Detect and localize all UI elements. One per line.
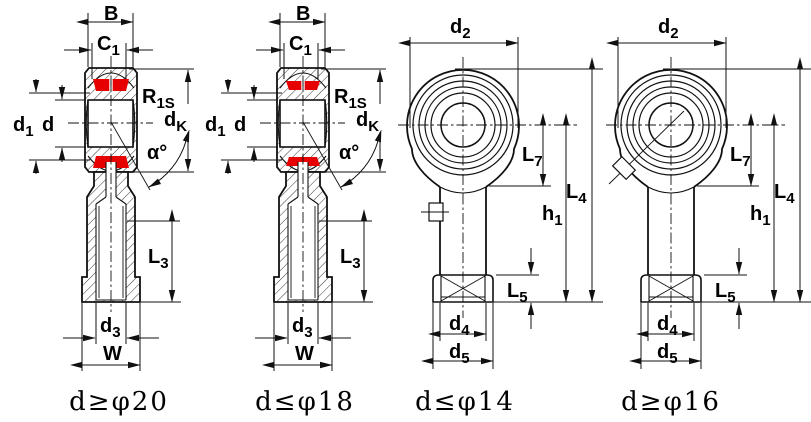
label-d5: d5: [657, 341, 678, 367]
dimension-labels: d2 L7 L4 h1 L5 d4 d5: [449, 16, 587, 367]
label-B: B: [296, 3, 310, 25]
dimension-lines: [29, 13, 194, 371]
panel-front-right: d2 L7 L4 h1 L5 d4 d5 d≥φ16: [606, 16, 811, 417]
dimension-labels: B C1 d1 d R1S dK α° L3 d3 W: [205, 3, 379, 365]
label-d3: d3: [100, 315, 121, 341]
part-geometry: [398, 57, 577, 318]
label-d3: d3: [292, 315, 313, 341]
misalignment-arc: [340, 129, 382, 188]
label-dK: dK: [356, 109, 379, 135]
throat-arc: [647, 186, 695, 194]
label-d4: d4: [449, 313, 470, 339]
label-d5: d5: [449, 341, 470, 367]
label-d: d: [234, 114, 246, 136]
label-L4: L4: [566, 181, 587, 207]
part-geometry: [606, 57, 785, 318]
grease-fitting: [611, 155, 637, 181]
ball-bore: [87, 99, 134, 148]
label-d: d: [42, 114, 54, 136]
label-L3: L3: [340, 246, 361, 272]
label-C1: C1: [289, 33, 312, 59]
label-C1: C1: [97, 33, 120, 59]
label-dK: dK: [164, 109, 187, 135]
label-h1: h1: [750, 203, 771, 229]
label-W: W: [103, 343, 122, 365]
label-d1: d1: [13, 114, 34, 140]
part-geometry: [260, 56, 382, 312]
panel-section-left: B C1 d1 d R1S dK α° L3 d3 W d≥φ20: [13, 3, 194, 417]
caption-section-left: d≥φ20: [69, 387, 169, 417]
label-R1S: R1S: [142, 86, 175, 112]
label-L5: L5: [507, 280, 528, 306]
label-L7: L7: [730, 144, 751, 170]
label-L4: L4: [774, 181, 795, 207]
dimension-lines: [398, 37, 603, 369]
part-geometry: [68, 56, 190, 312]
label-d4: d4: [657, 313, 678, 339]
label-L7: L7: [522, 144, 543, 170]
dimension-lines: [221, 13, 386, 371]
panel-section-right: B C1 d1 d R1S dK α° L3 d3 W d≤φ18: [205, 3, 386, 417]
dimension-lines: [606, 37, 811, 369]
label-L5: L5: [715, 280, 736, 306]
label-alpha: α°: [147, 142, 167, 164]
misalignment-arc: [148, 129, 190, 188]
label-B: B: [104, 3, 118, 25]
ball-bore: [279, 99, 326, 148]
misalignment-ray: [110, 121, 151, 191]
label-d2: d2: [450, 16, 471, 42]
label-d1: d1: [205, 114, 226, 140]
label-R1S: R1S: [334, 86, 367, 112]
label-d2: d2: [658, 16, 679, 42]
label-alpha: α°: [339, 142, 359, 164]
head-outline: [406, 68, 520, 188]
caption-section-right: d≤φ18: [255, 387, 355, 417]
head-outline: [614, 68, 728, 188]
ball-top-arc: [87, 72, 135, 89]
panel-front-left: d2 L7 L4 h1 L5 d4 d5 d≤φ14: [398, 16, 603, 417]
caption-front-left: d≤φ14: [415, 387, 515, 417]
label-L3: L3: [148, 246, 169, 272]
dimension-labels: d2 L7 L4 h1 L5 d4 d5: [657, 16, 795, 367]
dimension-labels: B C1 d1 d R1S dK α° L3 d3 W: [13, 3, 187, 365]
throat-arc: [439, 186, 487, 194]
label-h1: h1: [542, 203, 563, 229]
label-W: W: [295, 343, 314, 365]
caption-front-right: d≥φ16: [621, 387, 721, 417]
